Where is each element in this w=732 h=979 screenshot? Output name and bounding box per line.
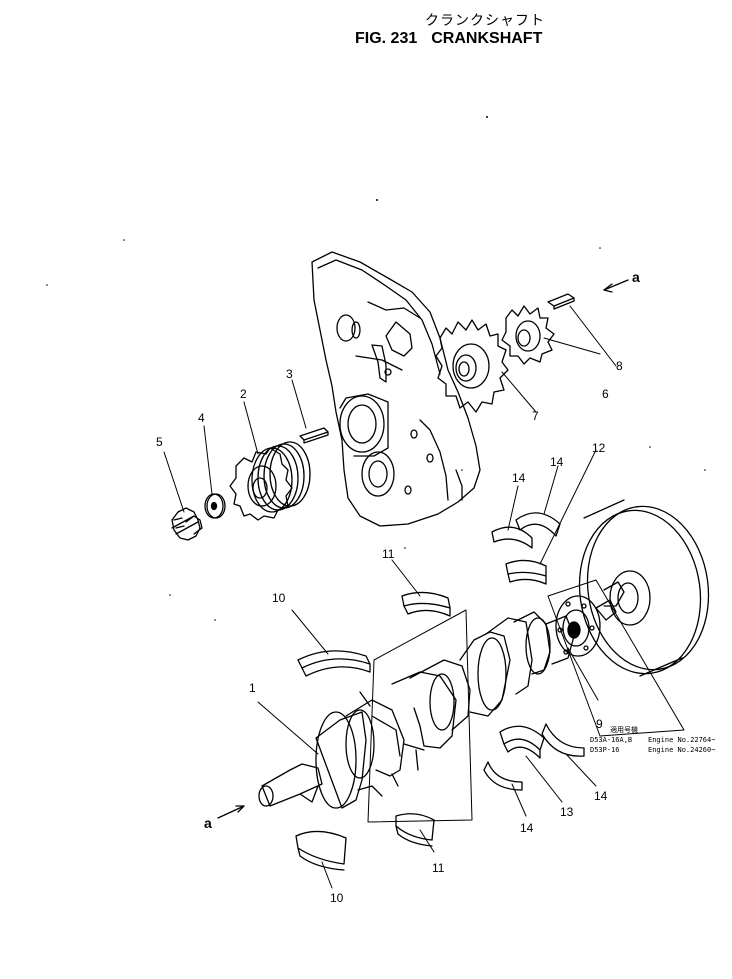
callout-14-c: 14 <box>520 821 534 835</box>
callout-13: 13 <box>560 805 574 819</box>
serial-note-row: D53A-16A,B Engine No.22764~ <box>590 735 715 745</box>
serial-note-engine: Engine No.22764~ <box>648 736 716 744</box>
callout-5: 5 <box>156 435 163 449</box>
callout-labels: 1 2 3 4 5 6 7 8 9 10 10 11 11 12 13 14 1… <box>156 269 640 905</box>
callout-7: 7 <box>532 409 539 423</box>
callout-14-d: 14 <box>594 789 608 803</box>
figure-title-japanese: クランクシャフト <box>425 13 545 29</box>
pulley-bolt <box>171 507 203 541</box>
reference-arrow-a-bottom <box>217 805 245 819</box>
figure-title: FIG. 231 CRANKSHAFT <box>355 30 556 48</box>
callout-6: 6 <box>602 387 609 401</box>
callout-11-upper: 11 <box>382 547 395 561</box>
gear-case-cover <box>311 251 481 527</box>
callout-3: 3 <box>286 367 293 381</box>
serial-note-model: D53A-16A,B <box>590 736 633 744</box>
leader-lines <box>163 305 617 889</box>
thrust-washer-14-b <box>515 512 561 537</box>
callout-12: 12 <box>592 441 606 455</box>
crankshaft <box>258 611 575 809</box>
main-bearing-10-upper <box>297 650 371 677</box>
thrust-washer-14-c <box>483 761 523 791</box>
crankshaft-gear-flange <box>555 595 617 657</box>
main-bearing-12 <box>505 559 547 585</box>
callout-8: 8 <box>616 359 623 373</box>
callout-a-top: a <box>632 269 640 285</box>
small-gear <box>501 305 555 365</box>
crank-gear <box>435 319 509 413</box>
callout-2: 2 <box>240 387 247 401</box>
woodruff-key-upper <box>547 293 575 310</box>
callout-10-lower: 10 <box>330 891 344 905</box>
callout-a-bottom: a <box>204 815 212 831</box>
washer <box>204 493 226 519</box>
callout-11-lower: 11 <box>432 861 445 875</box>
serial-note-header: 適用号機 <box>610 726 638 734</box>
callout-1: 1 <box>249 681 256 695</box>
main-bearing-10-lower <box>295 830 347 871</box>
main-bearing-11-upper <box>401 591 451 617</box>
flywheel <box>578 499 710 677</box>
print-specks <box>46 116 706 621</box>
serial-applicability-note: 適用号機 D53A-16A,B Engine No.22764~ D53P-16 E… <box>590 725 715 755</box>
callout-14-a: 14 <box>512 471 526 485</box>
callout-9: 9 <box>596 717 603 731</box>
callout-4: 4 <box>198 411 205 425</box>
serial-note-row: D53P-16 Engine No.24260~ <box>590 745 715 755</box>
thrust-washer-14-a <box>491 526 533 549</box>
reference-arrow-a-top <box>603 279 629 293</box>
thrust-washer-14-d <box>541 723 585 757</box>
serial-note-engine: Engine No.24260~ <box>648 746 716 754</box>
main-bearing-11-lower <box>395 813 435 847</box>
figure-name: CRANKSHAFT <box>431 30 543 47</box>
woodruff-key-lower <box>299 427 329 444</box>
serial-note-model: D53P-16 <box>590 746 620 754</box>
callout-10-upper: 10 <box>272 591 286 605</box>
bearing-set-outline <box>367 579 685 823</box>
crankshaft-pulley <box>229 441 311 521</box>
callout-14-b: 14 <box>550 455 564 469</box>
main-bearing-13 <box>499 725 545 759</box>
figure-number: FIG. 231 <box>355 30 418 47</box>
